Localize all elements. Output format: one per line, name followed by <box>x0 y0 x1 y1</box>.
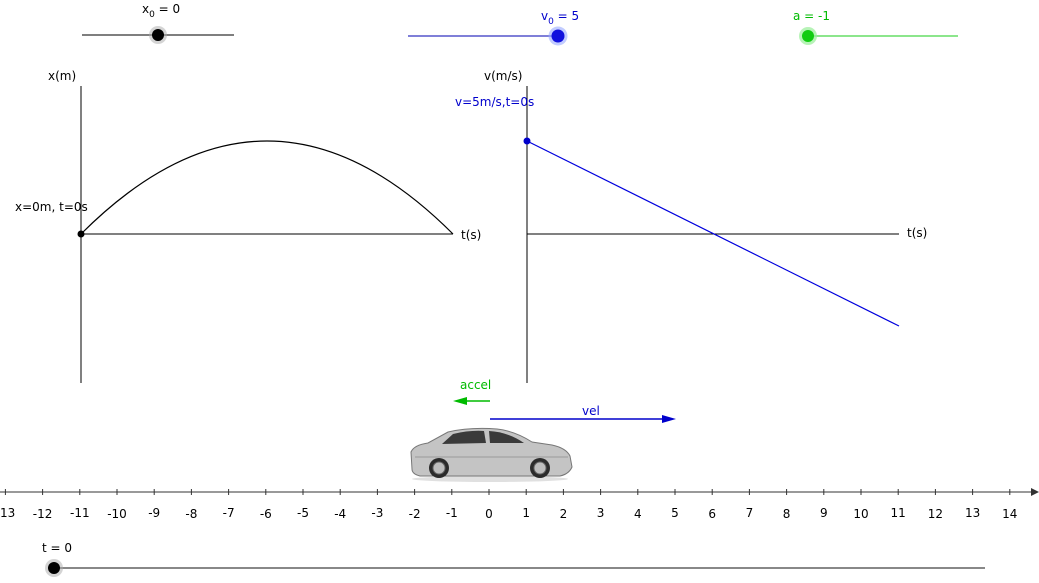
accel-arrow-head <box>453 397 467 405</box>
velocity-x-axis-label: t(s) <box>907 226 927 240</box>
slider-x0-handle[interactable] <box>152 29 164 41</box>
slider-a[interactable]: a = -1 <box>793 9 958 45</box>
velocity-graph: v(m/s) t(s) v=5m/s,t=0s <box>455 69 927 383</box>
position-x-axis-label: t(s) <box>461 228 481 242</box>
car-icon[interactable] <box>410 427 573 482</box>
number-line-tick-label: 0 <box>485 507 493 521</box>
car-window-front <box>442 430 486 444</box>
position-point-label: x=0m, t=0s <box>15 200 88 214</box>
number-line-tick-label: 1 <box>522 506 530 520</box>
slider-t-handle[interactable] <box>48 562 60 574</box>
slider-x0-label: x0 = 0 <box>142 2 180 20</box>
position-graph: x(m) t(s) x=0m, t=0s <box>15 69 481 383</box>
slider-t-label: t = 0 <box>42 541 72 555</box>
number-line-tick-label: -1 <box>446 506 458 520</box>
slider-v0[interactable]: v0 = 5 <box>408 9 579 46</box>
number-line-tick-label: -10 <box>107 507 127 521</box>
number-line-tick-label: 10 <box>853 507 868 521</box>
number-line-tick-label: 11 <box>891 506 906 520</box>
accel-vector-label: accel <box>460 378 491 392</box>
car-hubcap-front <box>432 461 446 475</box>
car-shadow <box>412 476 568 482</box>
slider-t[interactable]: t = 0 <box>42 541 985 577</box>
number-line-arrow-icon <box>1031 488 1039 496</box>
slider-v0-label: v0 = 5 <box>541 9 579 27</box>
position-point[interactable] <box>77 230 85 238</box>
vel-vector: vel <box>490 404 676 423</box>
velocity-point-label: v=5m/s,t=0s <box>455 95 534 109</box>
number-line-tick-label: 2 <box>560 507 568 521</box>
number-line-tick-label: -4 <box>334 507 346 521</box>
velocity-y-axis-label: v(m/s) <box>484 69 522 83</box>
number-line: -13-12-11-10-9-8-7-6-5-4-3-2-10123456789… <box>0 488 1039 521</box>
number-line-tick-label: -3 <box>371 506 383 520</box>
vel-vector-label: vel <box>582 404 600 418</box>
number-line-tick-label: 9 <box>820 506 828 520</box>
slider-a-handle[interactable] <box>802 30 814 42</box>
number-line-tick-label: 6 <box>708 507 716 521</box>
number-line-tick-label: 14 <box>1002 507 1017 521</box>
number-line-ticks: -13-12-11-10-9-8-7-6-5-4-3-2-10123456789… <box>0 489 1017 521</box>
number-line-tick-label: 4 <box>634 507 642 521</box>
number-line-tick-label: 8 <box>783 507 791 521</box>
number-line-tick-label: -2 <box>409 507 421 521</box>
number-line-tick-label: -8 <box>185 507 197 521</box>
number-line-tick-label: -5 <box>297 506 309 520</box>
number-line-tick-label: -7 <box>223 506 235 520</box>
accel-vector: accel <box>453 378 491 405</box>
number-line-tick-label: 12 <box>928 507 943 521</box>
slider-v0-handle[interactable] <box>551 29 565 43</box>
number-line-tick-label: 5 <box>671 506 679 520</box>
slider-x0[interactable]: x0 = 0 <box>82 2 234 44</box>
vel-arrow-head <box>662 415 676 423</box>
velocity-line <box>526 140 900 327</box>
velocity-point[interactable] <box>523 137 531 145</box>
number-line-tick-label: 7 <box>746 506 754 520</box>
car-hubcap-rear <box>533 461 547 475</box>
number-line-tick-label: -9 <box>148 506 160 520</box>
position-y-axis-label: x(m) <box>48 69 76 83</box>
slider-a-label: a = -1 <box>793 9 830 23</box>
position-curve <box>80 140 454 235</box>
number-line-tick-label: -13 <box>0 506 15 520</box>
number-line-tick-label: -11 <box>70 506 90 520</box>
number-line-tick-label: -12 <box>33 507 53 521</box>
number-line-tick-label: 3 <box>597 506 605 520</box>
number-line-tick-label: -6 <box>260 507 272 521</box>
car-window-rear <box>489 431 524 443</box>
number-line-tick-label: 13 <box>965 506 980 520</box>
